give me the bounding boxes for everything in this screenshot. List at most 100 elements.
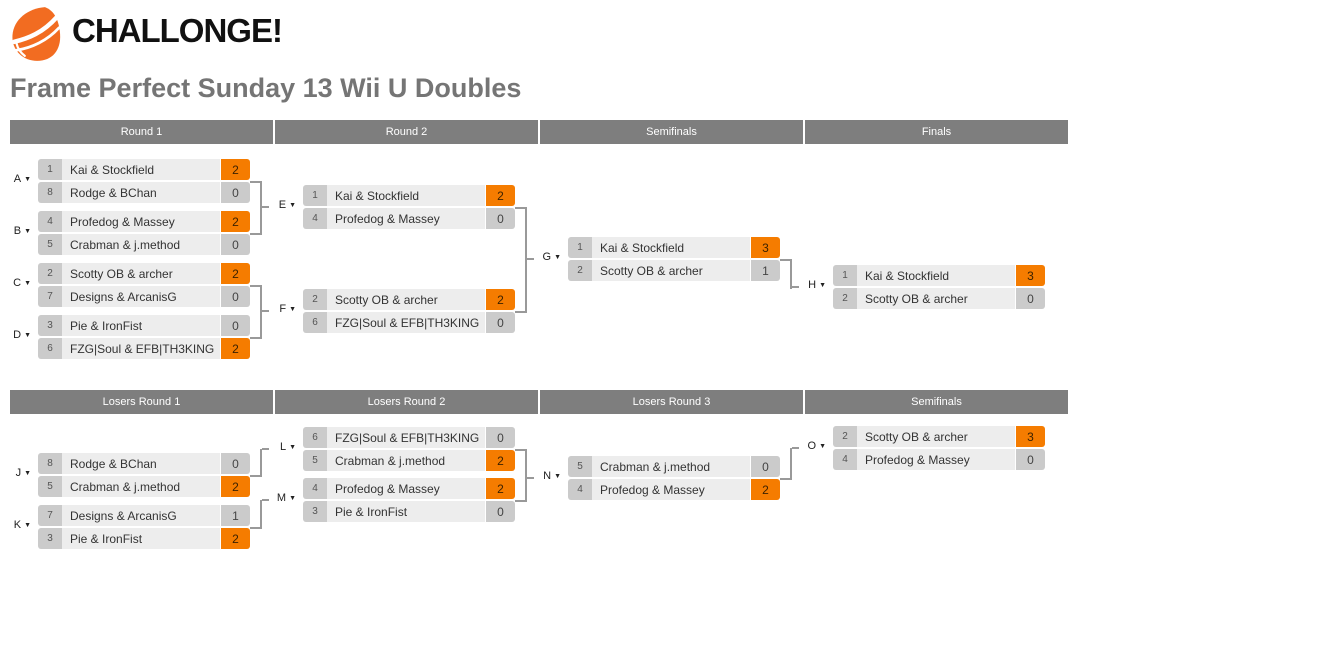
team-score: 0 xyxy=(221,453,250,474)
team-row[interactable]: 5Crabman & j.method0 xyxy=(568,456,780,477)
match-label-C[interactable]: C▼ xyxy=(0,277,31,289)
team-row[interactable]: 3Pie & IronFist0 xyxy=(38,315,250,336)
match-label-M[interactable]: M▼ xyxy=(262,492,296,504)
connector-CD-to-F xyxy=(250,285,262,339)
match-label-O[interactable]: O▼ xyxy=(792,440,826,452)
team-seed: 4 xyxy=(303,478,327,499)
chevron-down-icon: ▼ xyxy=(24,522,31,529)
team-score: 2 xyxy=(221,263,250,284)
team-score: 0 xyxy=(486,208,515,229)
team-name: Scotty OB & archer xyxy=(592,260,750,281)
connector-stub-E xyxy=(262,206,269,208)
team-name: Pie & IronFist xyxy=(62,528,220,549)
team-row[interactable]: 3Pie & IronFist2 xyxy=(38,528,250,549)
chevron-down-icon: ▼ xyxy=(289,202,296,209)
team-score: 1 xyxy=(221,505,250,526)
team-seed: 1 xyxy=(568,237,592,258)
team-name: Profedog & Massey xyxy=(327,208,485,229)
team-score: 2 xyxy=(486,185,515,206)
chevron-down-icon: ▼ xyxy=(24,228,31,235)
match-label-J[interactable]: J▼ xyxy=(0,467,31,479)
team-name: Rodge & BChan xyxy=(62,182,220,203)
match-letter: D xyxy=(13,329,21,341)
match-letter: L xyxy=(280,441,286,453)
connector-stub-H xyxy=(792,286,799,288)
team-row[interactable]: 1Kai & Stockfield3 xyxy=(833,265,1045,286)
team-row[interactable]: 5Crabman & j.method2 xyxy=(38,476,250,497)
match-letter: B xyxy=(14,225,21,237)
team-row[interactable]: 8Rodge & BChan0 xyxy=(38,453,250,474)
team-row[interactable]: 1Kai & Stockfield2 xyxy=(38,159,250,180)
team-name: Designs & ArcanisG xyxy=(62,286,220,307)
team-name: Designs & ArcanisG xyxy=(62,505,220,526)
match-label-L[interactable]: L▼ xyxy=(262,441,296,453)
team-score: 2 xyxy=(221,338,250,359)
team-name: Crabman & j.method xyxy=(62,234,220,255)
round-header: Losers Round 2 xyxy=(275,390,538,414)
match-letter: K xyxy=(14,519,21,531)
team-seed: 2 xyxy=(38,263,62,284)
team-row[interactable]: 2Scotty OB & archer3 xyxy=(833,426,1045,447)
team-name: Kai & Stockfield xyxy=(857,265,1015,286)
match-letter: E xyxy=(279,199,286,211)
team-seed: 4 xyxy=(568,479,592,500)
team-row[interactable]: 3Pie & IronFist0 xyxy=(303,501,515,522)
team-row[interactable]: 1Kai & Stockfield2 xyxy=(303,185,515,206)
team-row[interactable]: 1Kai & Stockfield3 xyxy=(568,237,780,258)
match-label-D[interactable]: D▼ xyxy=(0,329,31,341)
match-label-K[interactable]: K▼ xyxy=(0,519,31,531)
team-row[interactable]: 7Designs & ArcanisG0 xyxy=(38,286,250,307)
round-header: Finals xyxy=(805,120,1068,144)
team-row[interactable]: 8Rodge & BChan0 xyxy=(38,182,250,203)
team-seed: 1 xyxy=(833,265,857,286)
match-label-F[interactable]: F▼ xyxy=(262,303,296,315)
team-row[interactable]: 4Profedog & Massey2 xyxy=(568,479,780,500)
team-score: 2 xyxy=(486,450,515,471)
team-score: 0 xyxy=(221,234,250,255)
team-row[interactable]: 2Scotty OB & archer2 xyxy=(303,289,515,310)
chevron-down-icon: ▼ xyxy=(819,282,826,289)
team-seed: 4 xyxy=(833,449,857,470)
team-seed: 4 xyxy=(303,208,327,229)
team-row[interactable]: 4Profedog & Massey2 xyxy=(303,478,515,499)
team-row[interactable]: 4Profedog & Massey0 xyxy=(303,208,515,229)
team-name: Profedog & Massey xyxy=(327,478,485,499)
team-seed: 2 xyxy=(303,289,327,310)
team-row[interactable]: 2Scotty OB & archer2 xyxy=(38,263,250,284)
team-row[interactable]: 7Designs & ArcanisG1 xyxy=(38,505,250,526)
chevron-down-icon: ▼ xyxy=(289,306,296,313)
team-name: Scotty OB & archer xyxy=(327,289,485,310)
team-row[interactable]: 2Scotty OB & archer0 xyxy=(833,288,1045,309)
team-score: 0 xyxy=(221,315,250,336)
team-row[interactable]: 4Profedog & Massey2 xyxy=(38,211,250,232)
team-seed: 1 xyxy=(38,159,62,180)
challonge-logo-icon[interactable] xyxy=(8,6,64,62)
team-row[interactable]: 6FZG|Soul & EFB|TH3KING2 xyxy=(38,338,250,359)
team-seed: 6 xyxy=(303,312,327,333)
match-label-N[interactable]: N▼ xyxy=(527,470,561,482)
team-seed: 6 xyxy=(38,338,62,359)
team-row[interactable]: 5Crabman & j.method2 xyxy=(303,450,515,471)
round-header: Semifinals xyxy=(540,120,803,144)
team-row[interactable]: 6FZG|Soul & EFB|TH3KING0 xyxy=(303,427,515,448)
match-label-A[interactable]: A▼ xyxy=(0,173,31,185)
team-row[interactable]: 5Crabman & j.method0 xyxy=(38,234,250,255)
team-row[interactable]: 2Scotty OB & archer1 xyxy=(568,260,780,281)
match-label-B[interactable]: B▼ xyxy=(0,225,31,237)
team-seed: 5 xyxy=(303,450,327,471)
team-row[interactable]: 4Profedog & Massey0 xyxy=(833,449,1045,470)
team-seed: 3 xyxy=(303,501,327,522)
flame-leaf-icon xyxy=(8,6,64,62)
team-score: 0 xyxy=(486,501,515,522)
team-row[interactable]: 6FZG|Soul & EFB|TH3KING0 xyxy=(303,312,515,333)
team-seed: 6 xyxy=(303,427,327,448)
match-letter: O xyxy=(808,440,817,452)
team-seed: 8 xyxy=(38,453,62,474)
round-header: Semifinals xyxy=(805,390,1068,414)
team-seed: 2 xyxy=(833,288,857,309)
match-label-G[interactable]: G▼ xyxy=(527,251,561,263)
match-label-E[interactable]: E▼ xyxy=(262,199,296,211)
match-label-H[interactable]: H▼ xyxy=(792,279,826,291)
chevron-down-icon: ▼ xyxy=(289,495,296,502)
